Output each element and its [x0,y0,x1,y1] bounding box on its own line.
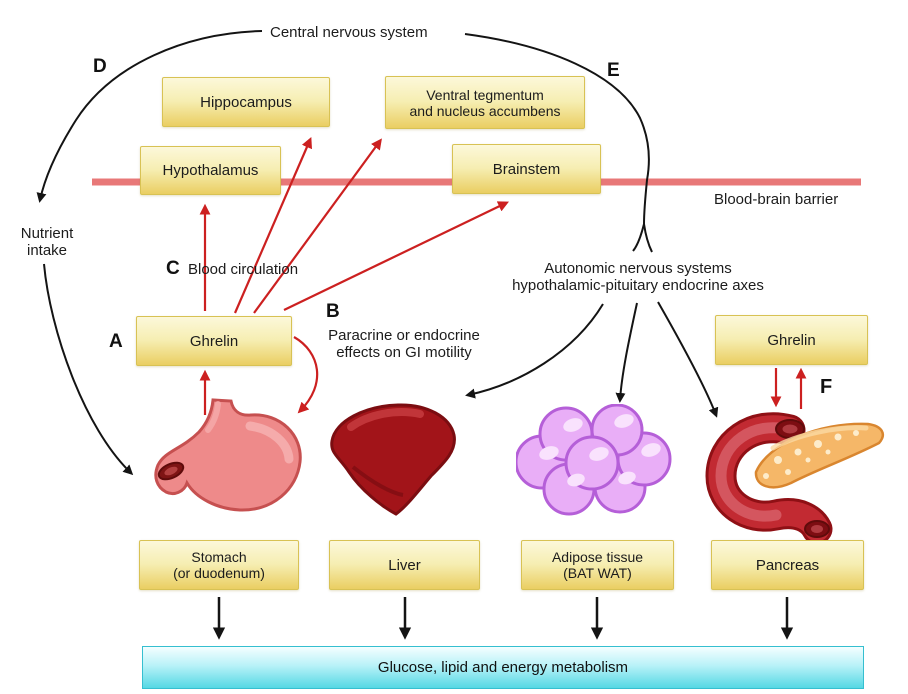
marker-d: D [93,56,107,77]
liver-label: Liver [388,556,421,574]
adipose-label-line1: Adipose tissue [551,549,644,565]
hippocampus-label: Hippocampus [200,93,292,111]
e-curve [464,33,650,225]
box-hippocampus: Hippocampus [162,77,330,127]
paracrine-line1: Paracrine or endocrine [328,327,480,344]
autonomic-label: Autonomic nervous systems hypothalamic-p… [495,260,781,294]
autonomic-to-adipose-arrow [615,302,638,403]
box-brainstem: Brainstem [452,144,601,194]
nutrient-intake-label: Nutrient intake [10,225,84,259]
brainstem-label: Brainstem [492,160,561,178]
metabolism-label: Glucose, lipid and energy metabolism [377,659,629,676]
blood-brain-barrier-label: Blood-brain barrier [714,191,839,208]
stomach-label-line2: (or duodenum) [173,565,265,581]
autonomic-line2: hypothalamic-pituitary endocrine axes [512,277,764,294]
box-ventral-tegmentum: Ventral tegmentum and nucleus accumbens [385,76,585,129]
marker-f: F [820,376,833,398]
pancreas-label: Pancreas [755,556,820,574]
marker-c: C [166,258,180,279]
liver-icon [330,403,456,516]
ghrelin-to-brainstem-arrow [283,201,509,311]
nutrient-to-stomach-arrow [43,263,134,476]
adipose-tissue-icon [516,404,672,516]
marker-a: A [109,331,123,352]
adipose-label-line2: (BAT WAT) [563,565,632,581]
box-stomach: Stomach (or duodenum) [139,540,299,590]
box-adipose: Adipose tissue (BAT WAT) [521,540,674,590]
box-hypothalamus: Hypothalamus [140,146,281,195]
ghrelin-to-hippocampus-arrow [233,136,312,314]
paracrine-label: Paracrine or endocrine effects on GI mot… [322,327,486,361]
metabolism-box: Glucose, lipid and energy metabolism [142,646,864,689]
ventral-label-line2: and nucleus accumbens [409,102,561,119]
marker-e: E [607,60,620,81]
paracrine-line2: effects on GI motility [336,344,472,361]
ghrelin-to-ventral-arrow [253,138,382,314]
box-pancreas: Pancreas [711,540,864,590]
nutrient-intake-line2: intake [26,242,68,259]
cns-label: Central nervous system [270,24,428,41]
autonomic-to-liver-arrow [465,303,604,399]
box-ghrelin-right: Ghrelin [715,315,868,365]
e-curve-fork-right [643,223,653,253]
ghrelin-right-label: Ghrelin [767,331,816,349]
blood-circulation-label: Blood circulation [188,261,299,278]
box-liver: Liver [329,540,480,590]
ventral-label-line1: Ventral tegmentum [426,86,544,103]
marker-b: B [326,301,340,322]
d-curve-arrow [36,30,263,203]
nutrient-intake-line1: Nutrient [20,225,74,242]
stomach-label-line1: Stomach [191,549,247,565]
autonomic-to-pancreas-arrow [657,301,719,418]
pancreas-icon [705,412,884,545]
paracrine-b-curve-arrow [293,336,319,414]
ghrelin-left-label: Ghrelin [189,332,239,350]
box-ghrelin-left: Ghrelin [136,316,292,366]
e-curve-fork-left [632,223,645,252]
stomach-icon [154,398,302,512]
hypothalamus-label: Hypothalamus [162,162,259,179]
autonomic-line1: Autonomic nervous systems [544,260,732,277]
